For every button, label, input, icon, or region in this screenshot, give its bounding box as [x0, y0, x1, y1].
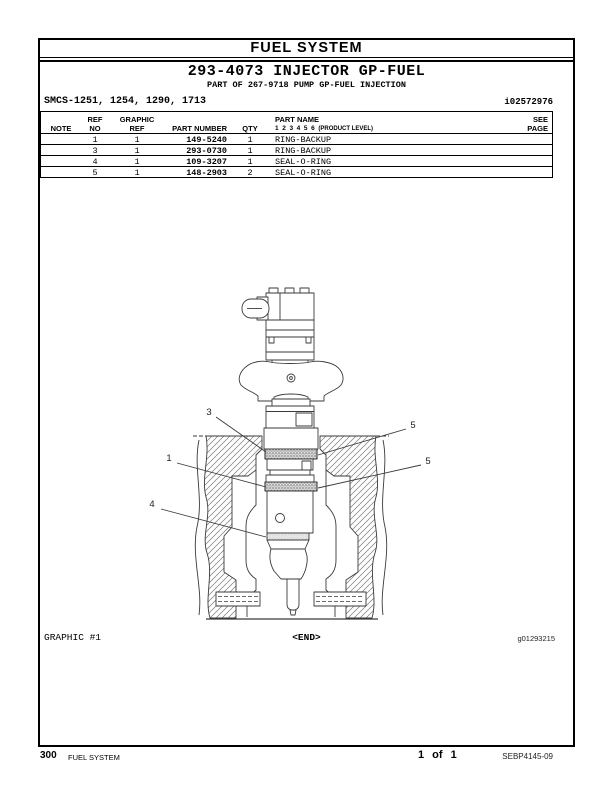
page-border	[38, 38, 575, 747]
cell-graphic-ref: 1	[134, 145, 140, 156]
cell-ref-no: 3	[92, 145, 98, 156]
cell-part-number: 148-2903	[186, 167, 227, 178]
col-header-product-level: 1 2 3 4 5 6 (PRODUCT LEVEL)	[275, 125, 373, 132]
tip-seal	[266, 532, 310, 541]
document-subtitle: PART OF 267-9718 PUMP GP-FUEL INJECTION	[207, 80, 406, 90]
injector-body	[238, 287, 344, 616]
cell-part-name: SEAL-O-RING	[275, 167, 332, 178]
smcs-codes: SMCS-1251, 1254, 1290, 1713	[44, 96, 207, 107]
footer-page-count: 1 of 1	[418, 749, 457, 761]
title-divider	[38, 60, 575, 62]
callout-ref-1: 1	[166, 453, 171, 464]
solenoid-block	[265, 292, 315, 321]
callout-ref-3: 3	[206, 407, 211, 418]
lower-seal-ring	[264, 481, 318, 492]
parts-table-header: NOTE REF NO GRAPHIC REF PART NUMBER QTY …	[41, 112, 552, 134]
cell-qty: 1	[247, 134, 253, 145]
cell-graphic-ref: 1	[134, 156, 140, 167]
cell-qty: 2	[247, 167, 253, 178]
col-header-part-name: PART NAME	[275, 115, 320, 124]
nozzle-tip	[286, 578, 300, 611]
cell-graphic-ref: 1	[134, 167, 140, 178]
col-header-see-page: SEE	[532, 115, 548, 124]
col-header-graphic-ref-2: REF	[129, 124, 145, 133]
callout-ref-4: 4	[149, 499, 154, 510]
col-header-ref-no: REF	[87, 115, 103, 124]
cell-part-name: RING-BACKUP	[275, 145, 332, 156]
cell-part-number: 109-3207	[186, 156, 227, 167]
col-header-note: NOTE	[50, 124, 72, 133]
table-row: 5 1 148-2903 2 SEAL-O-RING	[41, 167, 552, 178]
cell-ref-no: 5	[92, 167, 98, 178]
product-level-label: (PRODUCT LEVEL)	[318, 125, 374, 132]
callout-leader-lines	[160, 416, 422, 538]
end-marker: <END>	[292, 632, 321, 643]
product-level-numbers: 1 2 3 4 5 6	[275, 124, 315, 132]
callout-ref-5b: 5	[425, 456, 430, 467]
table-row: 3 1 293-0730 1 RING-BACKUP	[41, 145, 552, 156]
col-header-see-page-2: PAGE	[527, 124, 548, 133]
cell-part-name: SEAL-O-RING	[275, 156, 332, 167]
upper-seal-ring	[264, 448, 318, 460]
cell-part-number: 293-0730	[186, 145, 227, 156]
col-header-ref-no-2: NO	[89, 124, 101, 133]
table-row: 4 1 109-3207 1 SEAL-O-RING	[41, 156, 552, 167]
footer-page-number: 300	[40, 750, 57, 761]
graphic-label: GRAPHIC #1	[44, 632, 102, 643]
callout-ref-5a: 5	[410, 420, 415, 431]
cell-ref-no: 1	[92, 134, 98, 145]
table-row: 1 1 149-5240 1 RING-BACKUP	[41, 134, 552, 145]
right-ledge	[313, 591, 367, 607]
parts-table: NOTE REF NO GRAPHIC REF PART NUMBER QTY …	[40, 111, 553, 178]
section-title-bar: FUEL SYSTEM	[38, 38, 575, 58]
left-wall-hatched	[204, 435, 263, 619]
col-header-qty: QTY	[242, 124, 258, 133]
col-header-graphic-ref: GRAPHIC	[119, 115, 155, 124]
cell-qty: 1	[247, 145, 253, 156]
footer-media-number: SEBP4145-09	[502, 751, 553, 761]
cell-graphic-ref: 1	[134, 134, 140, 145]
document-id: i02572976	[504, 97, 553, 107]
footer-section-title: FUEL SYSTEM	[68, 752, 120, 762]
bore-cross-section	[193, 435, 389, 620]
graphic-id: g01293215	[517, 634, 555, 643]
cell-ref-no: 4	[92, 156, 98, 167]
document-title: 293-4073 INJECTOR GP-FUEL	[187, 63, 426, 80]
cell-qty: 1	[247, 156, 253, 167]
cell-part-name: RING-BACKUP	[275, 134, 332, 145]
col-header-part-number: PART NUMBER	[172, 124, 227, 133]
cell-part-number: 149-5240	[186, 134, 227, 145]
left-ledge	[215, 591, 261, 607]
body-port-hole	[275, 513, 285, 523]
right-wall-hatched	[319, 435, 378, 619]
section-title: FUEL SYSTEM	[250, 40, 363, 56]
